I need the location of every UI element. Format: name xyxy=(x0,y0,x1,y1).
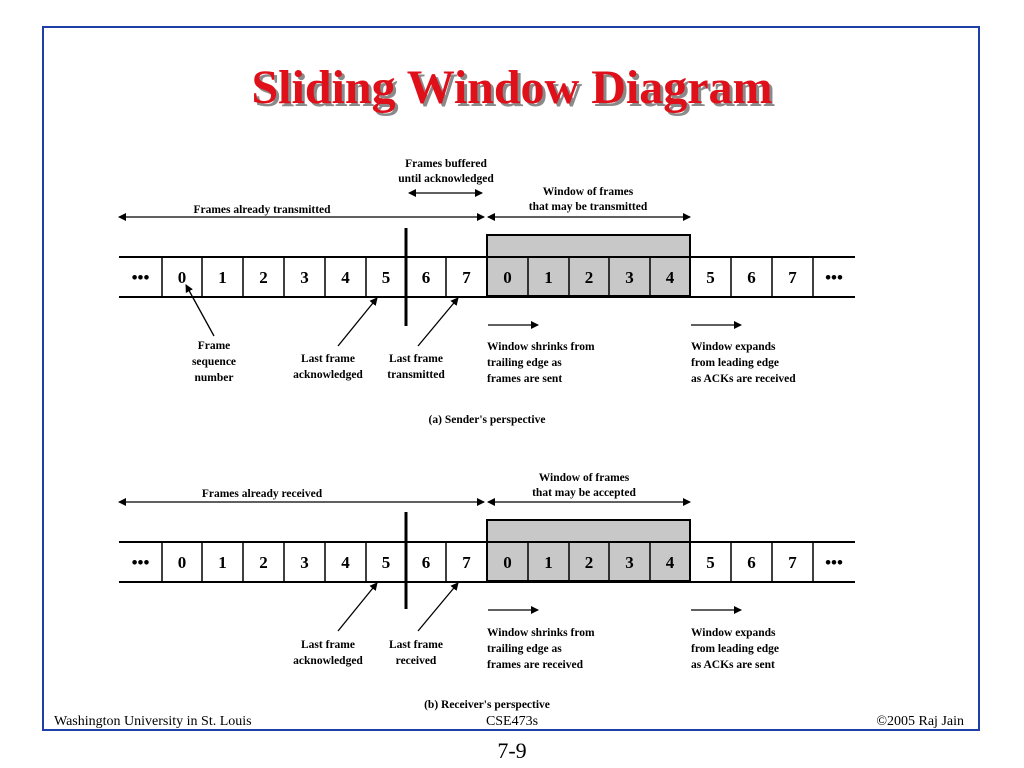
sender-shrink-label-2: trailing edge as xyxy=(487,357,562,369)
receiver-shrink-label-3: frames are received xyxy=(487,659,584,671)
receiver-expand-label-3: as ACKs are sent xyxy=(691,659,775,671)
receiver-cell-4: 3 xyxy=(300,553,309,572)
last-received-label-1: Last frame xyxy=(389,639,443,651)
sender-shrink-label-1: Window shrinks from xyxy=(487,341,595,353)
receiver-window-label-1: Window of frames xyxy=(539,472,630,484)
receiver-expand-label-1: Window expands xyxy=(691,627,776,639)
last-received-label-2: received xyxy=(396,655,437,667)
sender-cell-14: 5 xyxy=(706,268,715,287)
receiver-caption: (b) Receiver's perspective xyxy=(424,699,550,711)
receiver-panel: Window of frames that may be accepted Fr… xyxy=(118,472,855,711)
frames-buffered-label-2: until acknowledged xyxy=(398,173,494,185)
sender-last-ack-pointer xyxy=(337,297,378,347)
receiver-cell-dividers xyxy=(161,542,814,582)
sender-cell-7: 6 xyxy=(422,268,431,287)
sender-cell-15: 6 xyxy=(747,268,756,287)
sender-cell-3: 2 xyxy=(259,268,268,287)
sender-cell-13: 4 xyxy=(666,268,675,287)
receiver-cell-3: 2 xyxy=(259,553,268,572)
sender-cell-12: 3 xyxy=(625,268,634,287)
sender-window-label-1: Window of frames xyxy=(543,186,634,198)
sender-window-box xyxy=(486,234,691,297)
receiver-shrink-label-2: trailing edge as xyxy=(487,643,562,655)
sender-cell-16: 7 xyxy=(788,268,797,287)
sender-shrink-label-3: frames are sent xyxy=(487,373,562,385)
receiver-last-ack-pointer xyxy=(337,582,378,632)
receiver-shrink-label-1: Window shrinks from xyxy=(487,627,595,639)
receiver-cell-5: 4 xyxy=(341,553,350,572)
frames-already-received-label: Frames already received xyxy=(202,488,323,500)
sender-cell-17: ••• xyxy=(825,268,843,287)
last-transmitted-pointer xyxy=(417,297,459,347)
receiver-last-ack-label-2: acknowledged xyxy=(293,655,363,667)
sender-expand-label-3: as ACKs are received xyxy=(691,373,796,385)
sender-last-ack-label-1: Last frame xyxy=(301,353,355,365)
sender-caption: (a) Sender's perspective xyxy=(429,414,546,426)
sender-cell-6: 5 xyxy=(382,268,391,287)
sender-window-label-2: that may be transmitted xyxy=(529,201,648,213)
receiver-cell-14: 5 xyxy=(706,553,715,572)
receiver-cell-7: 6 xyxy=(422,553,431,572)
last-received-pointer xyxy=(417,582,459,632)
receiver-cell-1: 0 xyxy=(178,553,187,572)
sender-cell-5: 4 xyxy=(341,268,350,287)
footer-copyright: ©2005 Raj Jain xyxy=(876,714,964,729)
receiver-cell-6: 5 xyxy=(382,553,391,572)
receiver-window-box xyxy=(486,519,691,582)
receiver-cell-15: 6 xyxy=(747,553,756,572)
receiver-last-ack-label-1: Last frame xyxy=(301,639,355,651)
receiver-cells: ••• 0 1 2 3 4 5 6 7 0 1 2 3 4 5 6 7 ••• xyxy=(132,553,843,572)
slide-title: Sliding Window Diagram xyxy=(251,61,773,114)
sender-cell-dividers xyxy=(161,257,814,297)
sender-cell-11: 2 xyxy=(585,268,594,287)
sender-cell-10: 1 xyxy=(544,268,553,287)
receiver-cell-12: 3 xyxy=(625,553,634,572)
frame-seq-pointer xyxy=(185,284,215,337)
sender-cells: ••• 0 1 2 3 4 5 6 7 0 1 2 3 4 5 6 7 ••• xyxy=(132,268,843,287)
sender-cell-2: 1 xyxy=(218,268,227,287)
receiver-cell-0: ••• xyxy=(132,553,150,572)
frames-already-transmitted-label: Frames already transmitted xyxy=(193,204,331,216)
last-transmitted-label-1: Last frame xyxy=(389,353,443,365)
footer-course: CSE473s xyxy=(485,714,539,729)
receiver-cell-13: 4 xyxy=(666,553,675,572)
sender-cell-1: 0 xyxy=(178,268,187,287)
receiver-cell-11: 2 xyxy=(585,553,594,572)
receiver-expand-label-2: from leading edge xyxy=(691,643,779,655)
receiver-cell-17: ••• xyxy=(825,553,843,572)
frame-seq-label-1: Frame xyxy=(198,340,231,352)
sender-panel: Frames buffered until acknowledged Windo… xyxy=(118,158,855,426)
receiver-cell-8: 7 xyxy=(462,553,471,572)
slide-border xyxy=(42,26,980,731)
sender-expand-label-1: Window expands xyxy=(691,341,776,353)
receiver-cell-10: 1 xyxy=(544,553,553,572)
frame-seq-label-2: sequence xyxy=(192,356,236,368)
receiver-window-label-2: that may be accepted xyxy=(532,487,636,499)
sender-cell-0: ••• xyxy=(132,268,150,287)
receiver-cell-16: 7 xyxy=(788,553,797,572)
frames-buffered-label-1: Frames buffered xyxy=(405,158,487,170)
frame-seq-label-3: number xyxy=(195,372,234,384)
sender-expand-label-2: from leading edge xyxy=(691,357,779,369)
footer-institution: Washington University in St. Louis xyxy=(54,714,252,729)
receiver-cell-9: 0 xyxy=(503,553,512,572)
page-number: 7-9 xyxy=(497,738,527,763)
sender-cell-8: 7 xyxy=(462,268,471,287)
receiver-cell-2: 1 xyxy=(218,553,227,572)
last-transmitted-label-2: transmitted xyxy=(387,369,445,381)
sender-cell-4: 3 xyxy=(300,268,309,287)
sender-cell-9: 0 xyxy=(503,268,512,287)
sender-last-ack-label-2: acknowledged xyxy=(293,369,363,381)
